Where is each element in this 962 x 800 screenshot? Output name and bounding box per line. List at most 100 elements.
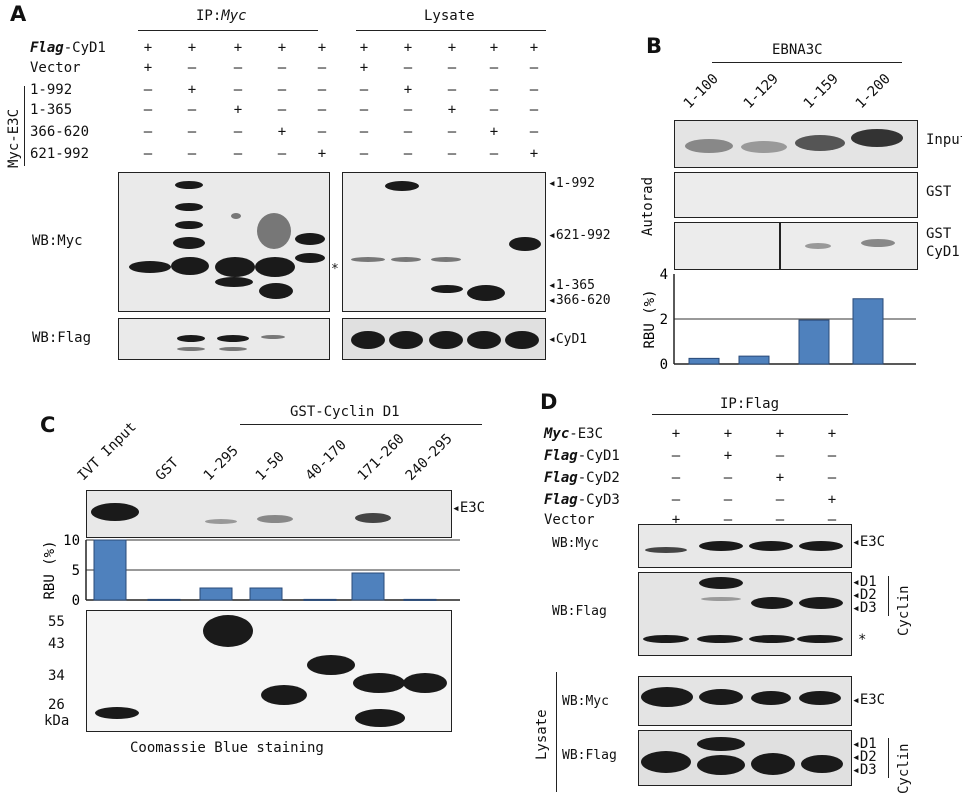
panel-d-row-label: Flag-CyD1 <box>544 448 620 464</box>
bar <box>688 357 720 365</box>
bar <box>798 319 830 365</box>
panel-d-mark: – <box>775 512 785 528</box>
panel-d-mark: + <box>723 448 733 464</box>
d-wb-flag-label: WB:Flag <box>552 604 607 619</box>
panel-c-column-label: 240-295 <box>402 430 456 484</box>
label-621-992: ◂621-992 <box>548 228 611 243</box>
y-tick-label: 4 <box>660 268 668 283</box>
panel-a-mark: – <box>317 102 327 118</box>
y-tick-label: 10 <box>63 534 80 549</box>
lysate-side-label: Lysate <box>534 709 550 760</box>
d2-lys-label: ◂D2 <box>852 749 877 765</box>
panel-a-mark: + <box>143 60 153 76</box>
panel-c-label: C <box>40 413 56 437</box>
bar <box>147 598 181 601</box>
panel-a-mark: + <box>277 124 287 140</box>
bar <box>738 355 770 365</box>
panel-d-row-label: Flag-CyD2 <box>544 470 620 486</box>
panel-a-mark: – <box>317 60 327 76</box>
panel-a-mark: + <box>359 60 369 76</box>
panel-d-mark: + <box>723 426 733 442</box>
panel-a-row-label: 366-620 <box>30 124 90 140</box>
panel-a-mark: – <box>489 82 499 98</box>
panel-a-mark: – <box>143 124 153 140</box>
panel-a-mark: + <box>447 102 457 118</box>
d-lysate-flag-blot <box>638 730 852 786</box>
y-axis-label: RBU (%) <box>642 289 658 348</box>
panel-c-column-label: 1-295 <box>200 442 242 484</box>
d-wb-myc-label: WB:Myc <box>552 536 599 551</box>
panel-a-mark: – <box>143 102 153 118</box>
panel-a-mark: – <box>359 124 369 140</box>
d-ip-flag-blot <box>638 572 852 656</box>
panel-d-mark: + <box>775 426 785 442</box>
panel-a-mark: – <box>317 124 327 140</box>
panel-a-mark: – <box>447 124 457 140</box>
panel-a-row-label: 1-365 <box>30 102 73 118</box>
d-ip-myc-blot <box>638 524 852 568</box>
panel-c-column-label: IVT Input <box>74 419 140 484</box>
panel-b-column-label: 1-100 <box>680 70 722 112</box>
panel-a-mark: – <box>359 102 369 118</box>
gst-row-label-2: GST <box>926 226 952 242</box>
gst-blot <box>674 172 918 218</box>
panel-c-column-label: GST <box>152 454 182 484</box>
panel-a-mark: – <box>233 124 243 140</box>
panel-a-mark: – <box>529 60 539 76</box>
panel-a-mark: + <box>317 40 327 56</box>
d-lys-wb-flag-label: WB:Flag <box>562 748 617 763</box>
y-tick-label: 2 <box>660 312 668 328</box>
marker-34: 34 <box>48 668 65 684</box>
panel-a-mark: + <box>529 146 539 162</box>
panel-d-row-label: Flag-CyD3 <box>544 492 620 508</box>
panel-c-column-label: 40-170 <box>302 436 350 484</box>
wb-flag-label: WB:Flag <box>32 330 92 346</box>
panel-d-mark: – <box>827 512 837 528</box>
d-lysate-myc-blot <box>638 676 852 726</box>
gst-row-label: GST <box>926 184 952 200</box>
marker-26: 26 <box>48 697 65 713</box>
marker-43: 43 <box>48 636 65 652</box>
panel-a-mark: – <box>187 146 197 162</box>
bar <box>303 598 337 601</box>
input-blot <box>674 120 918 168</box>
panel-a-mark: – <box>277 82 287 98</box>
bar <box>351 572 385 601</box>
panel-d-mark: + <box>827 426 837 442</box>
panel-d-mark: + <box>671 426 681 442</box>
panel-a-mark: – <box>359 146 369 162</box>
panel-a-mark: – <box>403 102 413 118</box>
ebna3c-header: EBNA3C <box>772 42 823 58</box>
d1-label: ◂D1 <box>852 574 877 590</box>
panel-a-mark: – <box>233 146 243 162</box>
ip-flag-header: IP:Flag <box>720 396 780 412</box>
panel-a-mark: + <box>529 40 539 56</box>
bar <box>199 587 233 601</box>
label-1-365: ◂1-365 <box>548 278 595 293</box>
panel-a-mark: – <box>447 82 457 98</box>
panel-a-mark: + <box>317 146 327 162</box>
panel-a-row-label: Flag-CyD1 <box>30 40 106 56</box>
panel-a-mark: – <box>447 60 457 76</box>
panel-d-mark: – <box>671 492 681 508</box>
panel-a-mark: – <box>277 146 287 162</box>
panel-d-mark: + <box>671 512 681 528</box>
panel-a-mark: – <box>489 60 499 76</box>
panel-a-mark: + <box>143 40 153 56</box>
panel-a-row-label: 621-992 <box>30 146 90 162</box>
label-1-992: ◂1-992 <box>548 176 595 191</box>
d3-lys-label: ◂D3 <box>852 762 877 778</box>
gst-cyclin-header: GST-Cyclin D1 <box>290 404 400 420</box>
panel-a-mark: + <box>233 102 243 118</box>
panel-d-mark: + <box>775 470 785 486</box>
lysate-flag-blot <box>342 318 546 360</box>
panel-d-mark: – <box>827 470 837 486</box>
panel-a-mark: – <box>529 82 539 98</box>
lysate-header: Lysate <box>424 8 475 24</box>
cyclin-label-ip: Cyclin <box>896 585 912 636</box>
y-tick-label: 5 <box>72 563 80 579</box>
panel-a-mark: + <box>403 82 413 98</box>
panel-a-mark: + <box>403 40 413 56</box>
panel-a-label: A <box>10 2 27 26</box>
